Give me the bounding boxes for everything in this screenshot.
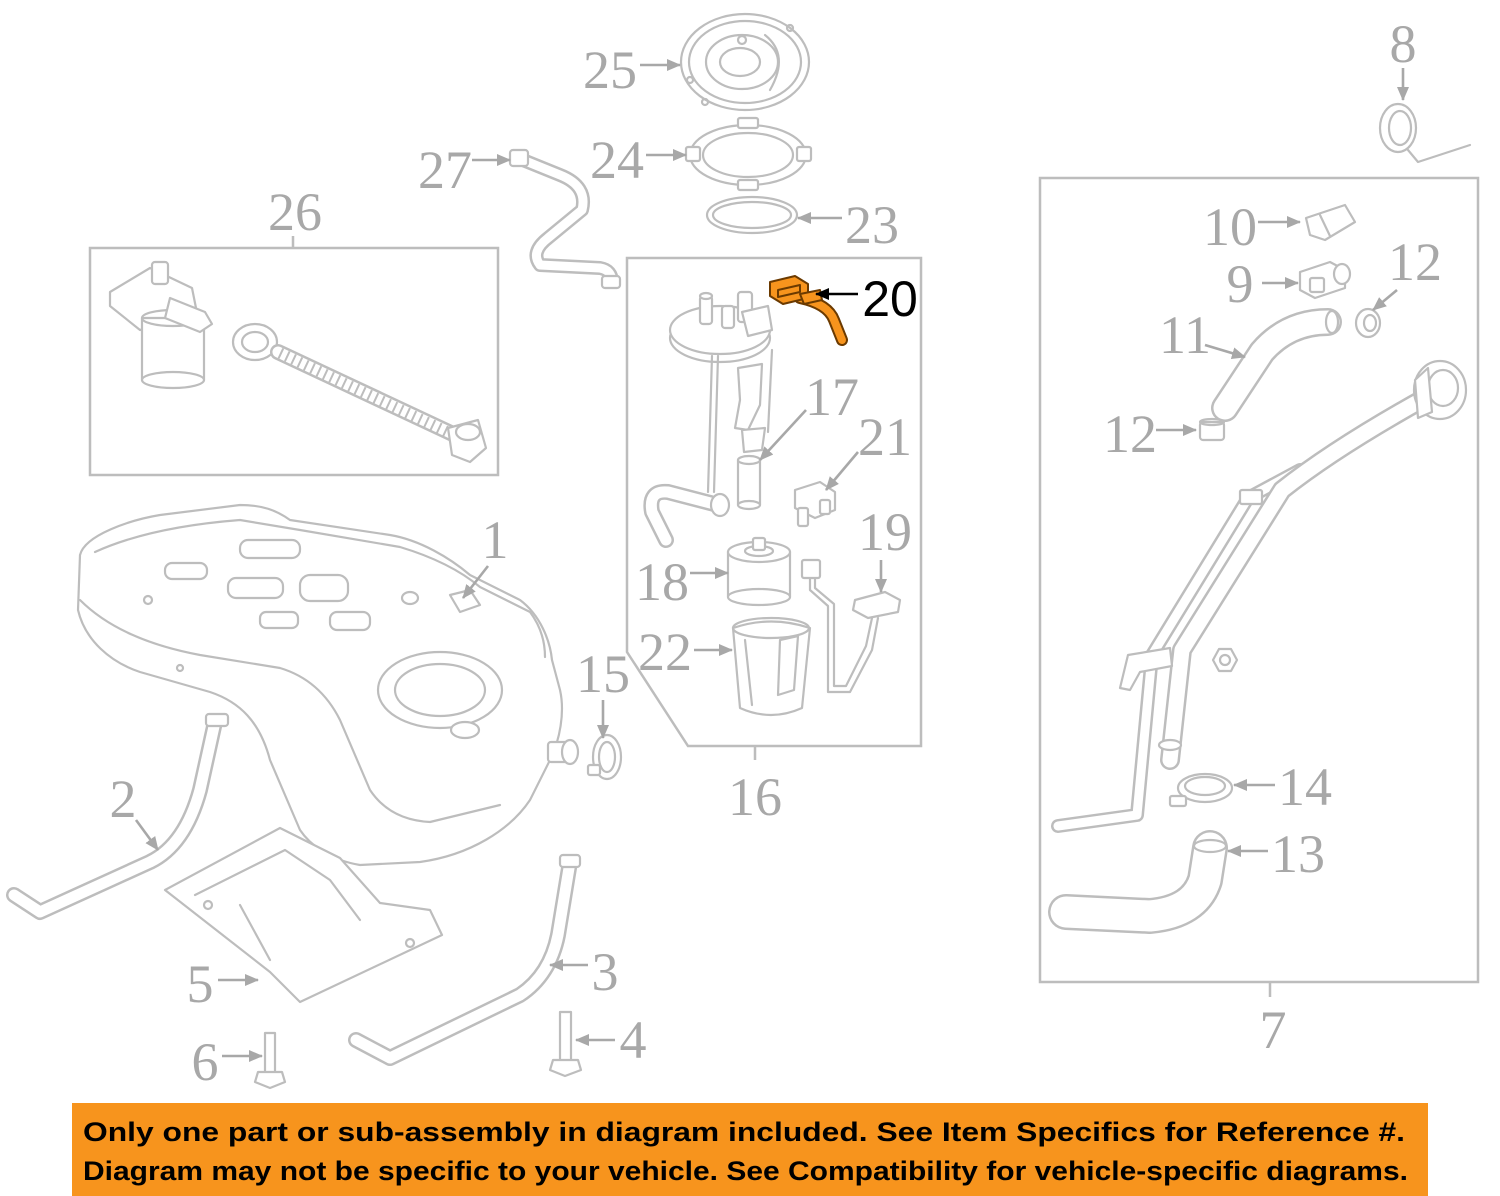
part-6-bolt xyxy=(253,1031,287,1090)
callout-3: 3 xyxy=(592,942,619,1002)
part-7-filler-neck xyxy=(1051,359,1468,833)
arrow-2 xyxy=(134,819,160,851)
part-10-hose-piece xyxy=(1304,203,1357,242)
callout-12-upper: 12 xyxy=(1388,232,1442,292)
callout-18: 18 xyxy=(635,552,689,612)
callout-5: 5 xyxy=(187,954,214,1014)
part-16-fuel-pump-module xyxy=(643,290,774,548)
part-5-heat-shield xyxy=(163,826,444,1004)
filler-neck-nut xyxy=(1211,647,1239,673)
part-9-valve xyxy=(1298,260,1352,300)
arrow-21 xyxy=(825,451,859,491)
arrow-11 xyxy=(1204,343,1246,360)
callout-27: 27 xyxy=(418,140,472,200)
frame-16 xyxy=(625,256,923,760)
part-22-reservoir xyxy=(731,616,812,717)
part-23-gasket xyxy=(705,195,799,235)
part-1-fuel-tank xyxy=(76,503,580,867)
part-25-lock-ring xyxy=(679,12,811,112)
pump-guide-rods xyxy=(706,348,774,494)
callout-labels: 25 24 27 23 26 20 17 21 19 18 22 15 16 1… xyxy=(110,14,1443,1092)
callout-9: 9 xyxy=(1227,254,1254,314)
callout-21: 21 xyxy=(858,407,912,467)
callout-13: 13 xyxy=(1271,824,1325,884)
callout-22: 22 xyxy=(638,622,692,682)
part-12-clamp-upper xyxy=(1354,307,1382,339)
pump-flange xyxy=(668,290,774,364)
part-4-bolt xyxy=(548,1010,583,1078)
canister-clamp xyxy=(231,322,279,362)
callout-11: 11 xyxy=(1159,305,1211,365)
arrow-12-upper xyxy=(1372,289,1398,311)
frame-26 xyxy=(88,236,500,477)
banner-line-1: Only one part or sub-assembly in diagram… xyxy=(83,1117,1405,1147)
banner-background xyxy=(72,1103,1428,1196)
part-27-vent-hose xyxy=(508,148,622,290)
callout-1: 1 xyxy=(482,510,509,570)
part-11-hose xyxy=(1211,308,1342,422)
banner-line-2: Diagram may not be specific to your vehi… xyxy=(83,1156,1408,1186)
callout-arrows xyxy=(134,59,1409,1062)
part-8-fuel-cap xyxy=(1378,102,1472,164)
callout-25: 25 xyxy=(583,40,637,100)
disclaimer-banner: Only one part or sub-assembly in diagram… xyxy=(72,1103,1428,1196)
filler-neck-main-tube xyxy=(1157,388,1435,770)
frame-7 xyxy=(1038,176,1480,997)
part-18-pump-component xyxy=(726,536,792,607)
callout-7: 7 xyxy=(1260,1000,1287,1060)
callout-14: 14 xyxy=(1278,757,1332,817)
callout-23: 23 xyxy=(845,195,899,255)
callout-24: 24 xyxy=(590,130,644,190)
part-12-clamp-lower xyxy=(1198,417,1226,442)
callout-17: 17 xyxy=(805,367,859,427)
callout-12-lower: 12 xyxy=(1103,404,1157,464)
part-13-filler-hose xyxy=(1048,830,1228,934)
callout-15: 15 xyxy=(576,644,630,704)
part-17-fuel-filter xyxy=(736,454,762,511)
callout-4: 4 xyxy=(620,1010,647,1070)
part-21-fuel-level-sender xyxy=(793,480,837,528)
callout-2: 2 xyxy=(110,769,137,829)
callout-6: 6 xyxy=(192,1032,219,1092)
arrow-17 xyxy=(759,409,807,461)
part-15-clamp xyxy=(586,733,623,781)
pump-hose xyxy=(643,483,731,548)
part-26-canister-assembly xyxy=(108,260,488,464)
part-14-hose-clamp xyxy=(1168,772,1234,808)
part-24-retainer-ring xyxy=(684,116,813,192)
part-2-tank-strap xyxy=(6,712,230,920)
part-20-highlighted-harness xyxy=(769,275,848,346)
part-19-float-wiring xyxy=(800,558,902,694)
callout-20: 20 xyxy=(862,271,918,327)
callout-16: 16 xyxy=(728,767,782,827)
callout-8: 8 xyxy=(1390,14,1417,74)
arrow-1 xyxy=(461,565,490,599)
canister-corrugated-hose xyxy=(270,344,463,443)
callout-19: 19 xyxy=(858,502,912,562)
callout-10: 10 xyxy=(1203,197,1257,257)
filler-neck-housing xyxy=(1412,359,1468,421)
callout-26: 26 xyxy=(268,182,322,242)
part-3-tank-strap xyxy=(348,853,582,1066)
canister-hose-fitting xyxy=(446,418,488,464)
